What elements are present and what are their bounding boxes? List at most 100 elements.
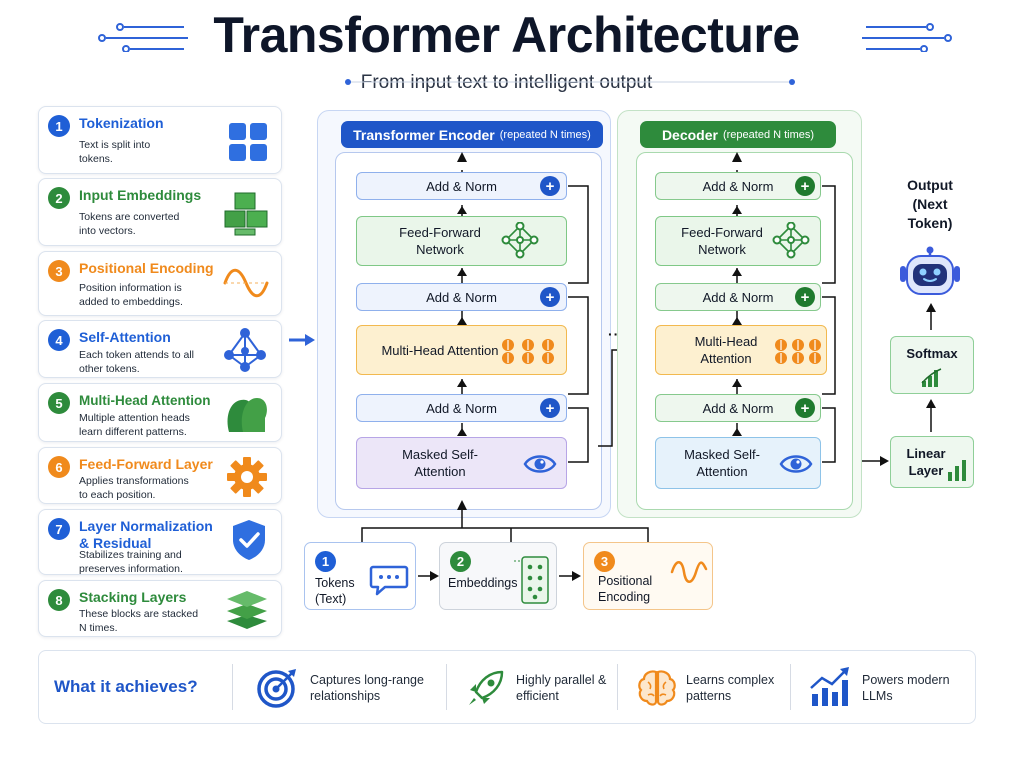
decoder-header-title: Decoder <box>661 126 718 143</box>
step-desc: Stabilizes training and preserves inform… <box>79 549 183 575</box>
output-label: Output (Next Token) <box>907 177 953 231</box>
step-number: 5 <box>48 392 70 414</box>
step-card-tokenization: 1 Tokenization Text is split into tokens… <box>38 106 282 174</box>
bar-chart-icon <box>948 460 966 481</box>
step-desc: Tokens are converted into vectors. <box>79 211 180 237</box>
plus-icon: + <box>795 176 815 196</box>
block-label: Multi-Head Attention <box>381 342 499 358</box>
encoder-connectors <box>457 152 589 463</box>
plus-icon: + <box>795 398 815 418</box>
flow-to-encoder-connectors <box>361 500 649 542</box>
flow-number: 2 <box>450 551 471 572</box>
block-label: Add & Norm <box>702 400 774 416</box>
step-card-layer-normalization: 7 Layer Normalization & Residual Stabili… <box>38 509 282 575</box>
block-label: Add & Norm <box>426 178 497 194</box>
decoder-header: Decoder (repeated N times) <box>640 121 836 148</box>
flow-number: 3 <box>594 551 615 572</box>
flow-label: Positional Encoding <box>598 574 653 604</box>
encoder-header: Transformer Encoder (repeated N times) <box>341 121 603 148</box>
block-label: Masked Self-Attention <box>684 447 760 479</box>
arrow-up-output <box>926 303 936 330</box>
step-number: 2 <box>48 187 70 209</box>
step-card-positional-encoding: 3 Positional Encoding Position informati… <box>38 251 282 316</box>
arrow-to-encoder <box>289 334 315 346</box>
encoder-multi-head-attention-block: Multi-Head Attention <box>356 325 567 375</box>
flow-label: Embeddings <box>448 576 518 590</box>
achievement-text: Highly parallel & efficient <box>516 673 607 703</box>
heads-icon <box>227 398 267 432</box>
achievement-text: Powers modern LLMs <box>862 673 950 703</box>
block-label: Masked Self-Attention <box>402 447 478 479</box>
brain-icon <box>638 670 676 706</box>
linear-label: Linear Layer <box>906 446 946 478</box>
step-title: Positional Encoding <box>79 260 214 276</box>
attention-heads-icon <box>775 339 821 364</box>
block-label: Add & Norm <box>702 178 774 194</box>
step-title: Multi-Head Attention <box>79 393 211 408</box>
flow-embeddings-box: 2 Embeddings <box>439 542 557 610</box>
circuit-decoration-right <box>862 23 952 52</box>
step-desc: Multiple attention heads learn different… <box>79 412 190 438</box>
decoder-add-norm-2: Add & Norm <box>655 283 821 311</box>
gear-icon <box>227 457 267 497</box>
decoder-connectors <box>732 152 836 463</box>
decoder-add-norm-3: Add & Norm <box>655 172 821 200</box>
linear-layer-block: Linear Layer <box>890 436 974 488</box>
circuit-decoration-left <box>98 23 188 52</box>
softmax-label: Softmax <box>906 346 958 361</box>
eye-icon <box>779 455 813 473</box>
eye-icon <box>523 455 557 473</box>
divider <box>232 664 233 710</box>
encoder-header-note: (repeated N times) <box>499 128 591 141</box>
step-card-stacking-layers: 8 Stacking Layers These blocks are stack… <box>38 580 282 637</box>
divider <box>617 664 618 710</box>
network-icon <box>772 222 810 259</box>
encoder-header-title: Transformer Encoder <box>353 126 495 143</box>
step-desc: These blocks are stacked N times. <box>79 608 199 634</box>
plus-icon: + <box>540 287 560 307</box>
step-desc: Text is split into tokens. <box>79 139 151 165</box>
divider <box>446 664 447 710</box>
step-title: Feed-Forward Layer <box>79 456 213 472</box>
network-icon <box>501 222 539 259</box>
softmax-block: Softmax <box>890 336 974 394</box>
block-label: Feed-Forward Network <box>681 225 763 257</box>
step-number: 1 <box>48 115 70 137</box>
achievement-text: Captures long-range relationships <box>310 673 424 703</box>
step-number: 7 <box>48 518 70 540</box>
plus-icon: + <box>540 398 560 418</box>
plus-icon: + <box>795 287 815 307</box>
matrix-icon <box>514 556 549 604</box>
step-title: Layer Normalization & Residual <box>79 518 213 551</box>
step-card-feed-forward-layer: 6 Feed-Forward Layer Applies transformat… <box>38 447 282 504</box>
grid-icon <box>229 123 267 161</box>
shield-check-icon <box>233 520 265 560</box>
step-title: Stacking Layers <box>79 589 187 605</box>
block-label: Feed-Forward Network <box>399 225 481 257</box>
wave-icon <box>223 268 269 298</box>
step-desc: Each token attends to all other tokens. <box>79 349 194 375</box>
flow-positional-encoding-box: 3 Positional Encoding <box>583 542 713 610</box>
achievement-text: Learns complex patterns <box>686 673 775 703</box>
plus-icon: + <box>540 176 560 196</box>
subtitle-underline <box>345 79 795 85</box>
trend-chart-icon <box>810 667 849 706</box>
divider <box>790 664 791 710</box>
decoder-header-note: (repeated N times) <box>722 128 815 141</box>
step-desc: Applies transformations to each position… <box>79 475 189 501</box>
step-title: Input Embeddings <box>79 187 202 203</box>
encoder-masked-self-attention-block: Masked Self-Attention <box>356 437 567 489</box>
rocket-icon <box>469 670 504 705</box>
robot-icon <box>900 246 960 295</box>
flow-arrow-1 <box>418 571 439 581</box>
block-label: Add & Norm <box>702 289 774 305</box>
network-icon <box>224 328 266 372</box>
wave-icon <box>670 561 708 583</box>
block-label: Add & Norm <box>426 400 497 416</box>
flow-tokens-box: 1 Tokens (Text) <box>304 542 416 610</box>
step-title: Self-Attention <box>79 329 171 345</box>
achievements-bar <box>38 650 976 724</box>
encoder-add-norm-3: Add & Norm <box>356 172 567 200</box>
encoder-add-norm-1: Add & Norm <box>356 394 567 422</box>
attention-heads-icon <box>502 339 554 364</box>
